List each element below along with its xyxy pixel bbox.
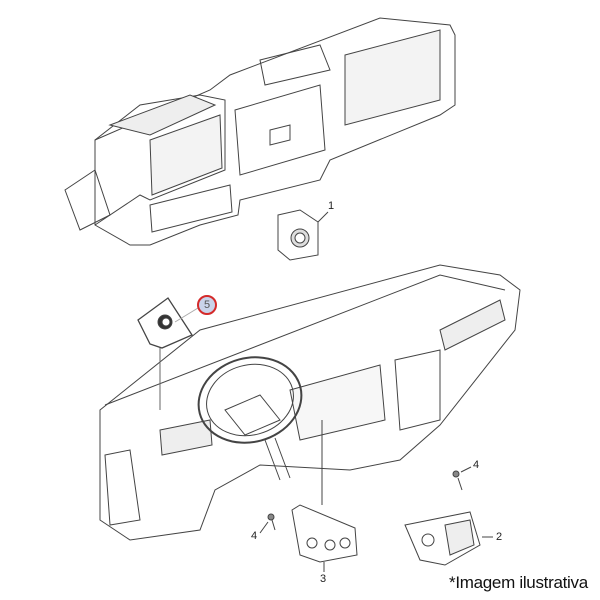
callout-4b: 4	[251, 530, 258, 542]
part-3-panel	[291, 420, 358, 572]
callout-1: 1	[328, 200, 335, 212]
callout-5-label: 5	[203, 299, 211, 311]
screw-4b	[259, 513, 276, 534]
screw-4a	[452, 466, 472, 491]
part-2-panel	[404, 511, 493, 566]
upper-dashboard-housing	[64, 17, 456, 246]
part-1-switch	[277, 209, 329, 261]
part-5-switch	[137, 297, 199, 410]
illustrative-image-caption: *Imagem ilustrativa	[449, 573, 588, 592]
callout-3: 3	[320, 573, 327, 585]
lower-dashboard	[99, 264, 521, 541]
steering-wheel	[197, 356, 303, 481]
callout-4a: 4	[473, 459, 480, 471]
callout-2: 2	[496, 531, 503, 543]
callout-5-highlighted[interactable]: 5	[197, 295, 217, 315]
